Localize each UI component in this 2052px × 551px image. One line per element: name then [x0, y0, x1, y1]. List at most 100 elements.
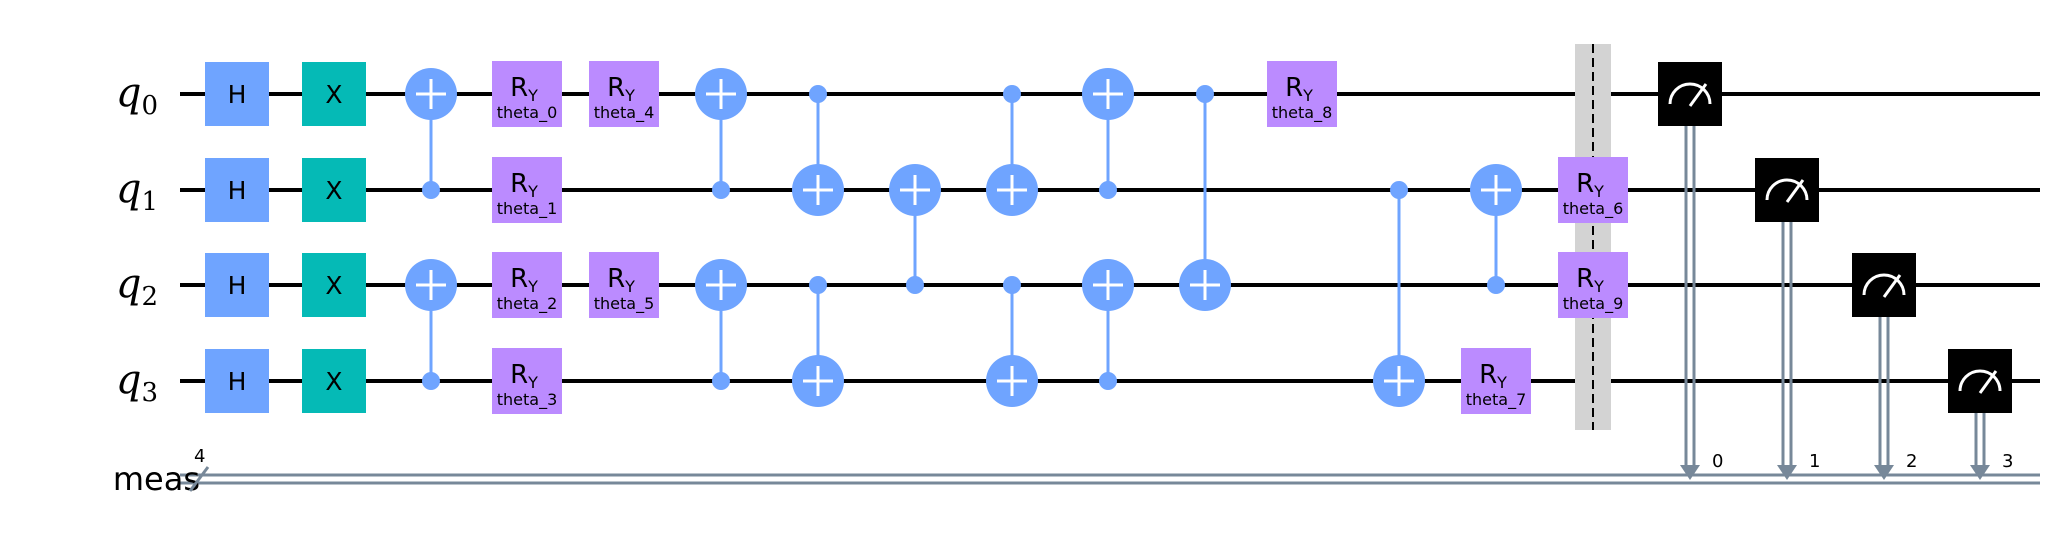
gate-label: X [325, 367, 342, 396]
qubit-label-letter: q [116, 357, 142, 403]
control-dot [1390, 181, 1408, 199]
ry-gate-letter: R [1576, 169, 1594, 199]
gate-label: H [228, 367, 247, 396]
barrier-layer [1575, 44, 1611, 430]
ry-gate-subscript: Y [1302, 86, 1313, 105]
measure-bit-label: 1 [1809, 451, 1820, 472]
gate-box [1267, 61, 1337, 127]
gate-box [589, 61, 659, 127]
ry-gate-letter: R [510, 360, 528, 390]
measure-gate-q0 [1658, 62, 1722, 126]
control-dot [1099, 372, 1117, 390]
ry-gate-subscript: Y [624, 86, 635, 105]
ry-gate-label: RY [510, 360, 538, 392]
cx-gate-c1-t0 [1082, 68, 1134, 199]
ry-gate-letter: R [510, 264, 528, 294]
meter-needle-icon [1978, 370, 1998, 394]
control-dot [809, 85, 827, 103]
qubit-label-q3: q3 [116, 357, 158, 408]
control-dot [906, 276, 924, 294]
ry-gate-param: theta_2 [497, 294, 558, 314]
hadamard-gate-q0: H [205, 62, 269, 126]
gate-label: X [325, 271, 342, 300]
cx-gate-c2-t3 [792, 276, 844, 407]
ry-gate-label: RY [510, 73, 538, 105]
control-dot [1003, 276, 1021, 294]
gate-label: X [325, 176, 342, 205]
gate-box [1558, 252, 1628, 318]
cx-gate-c1-t0 [405, 68, 457, 199]
ry-gate-subscript: Y [1593, 182, 1604, 201]
gate-box [205, 62, 269, 126]
gate-label: H [228, 176, 247, 205]
ry-gate-subscript: Y [1496, 373, 1507, 392]
gate-box [302, 62, 366, 126]
measure-bit-label: 3 [2002, 451, 2013, 472]
gate-box [205, 349, 269, 413]
ry-gate-label: RY [607, 264, 635, 296]
measure-arrow-head [1970, 465, 1990, 480]
gate-label: H [228, 80, 247, 109]
measure-box [1658, 62, 1722, 126]
cx-gate-c0-t2 [1179, 85, 1231, 311]
gate-box [1558, 157, 1628, 223]
ry-gate-param: theta_8 [1272, 103, 1333, 123]
ry-gate-subscript: Y [527, 277, 538, 296]
gate-box [589, 252, 659, 318]
gate-label: H [228, 271, 247, 300]
qubit-label-index: 2 [141, 282, 158, 312]
ry-gate-param: theta_4 [594, 103, 655, 123]
gate-box [1461, 348, 1531, 414]
control-dot [1099, 181, 1117, 199]
ry-gate-label: RY [1285, 73, 1313, 105]
gate-box [302, 158, 366, 222]
cx-gate-c3-t2 [695, 259, 747, 390]
measure-bit-label: 0 [1712, 451, 1723, 472]
gate-box [302, 349, 366, 413]
classical-register-label: meas [113, 460, 200, 498]
cx-gate-c2-t1 [1470, 164, 1522, 294]
cx-gate-c0-t1 [986, 85, 1038, 216]
hadamard-gate-q2: H [205, 253, 269, 317]
measure-gate-q2 [1852, 253, 1916, 317]
meter-icon [1765, 178, 1809, 201]
measure-bit-label: 2 [1906, 451, 1917, 472]
ry-gate-subscript: Y [527, 86, 538, 105]
register-size-slash [188, 466, 210, 492]
hadamard-gate-q3: H [205, 349, 269, 413]
control-dot [712, 181, 730, 199]
cx-gate-c1-t0 [695, 68, 747, 199]
ry-gate-param: theta_0 [497, 103, 558, 123]
cx-gate-c3-t2 [1082, 259, 1134, 390]
gate-box [302, 253, 366, 317]
meter-icon [1862, 273, 1906, 296]
gate-box [492, 61, 562, 127]
qubit-label-letter: q [116, 261, 142, 307]
ry-gate-param: theta_6 [1563, 199, 1624, 219]
gate-box [492, 348, 562, 414]
qubit-label-index: 0 [141, 91, 158, 121]
control-dot [712, 372, 730, 390]
qubit-label-q0: q0 [116, 70, 158, 121]
meter-icon [1958, 369, 2002, 392]
qubit-label-letter: q [116, 166, 142, 212]
control-dot [809, 276, 827, 294]
measure-gate-q1 [1755, 158, 1819, 222]
ry-gate-letter: R [607, 264, 625, 294]
x-gate-q0: X [302, 62, 366, 126]
ry-gate-label: RY [1576, 264, 1604, 296]
qubit-label-q1: q1 [116, 166, 158, 217]
ry-gate-subscript: Y [527, 373, 538, 392]
ry-gate-label: RY [510, 264, 538, 296]
gate-box [492, 157, 562, 223]
ry-gate-letter: R [510, 73, 528, 103]
measure-arrow-head [1680, 465, 1700, 480]
measure-box [1852, 253, 1916, 317]
gates-layer: HHHHXXXXRYtheta_0RYtheta_1RYtheta_2RYthe… [205, 61, 2012, 414]
